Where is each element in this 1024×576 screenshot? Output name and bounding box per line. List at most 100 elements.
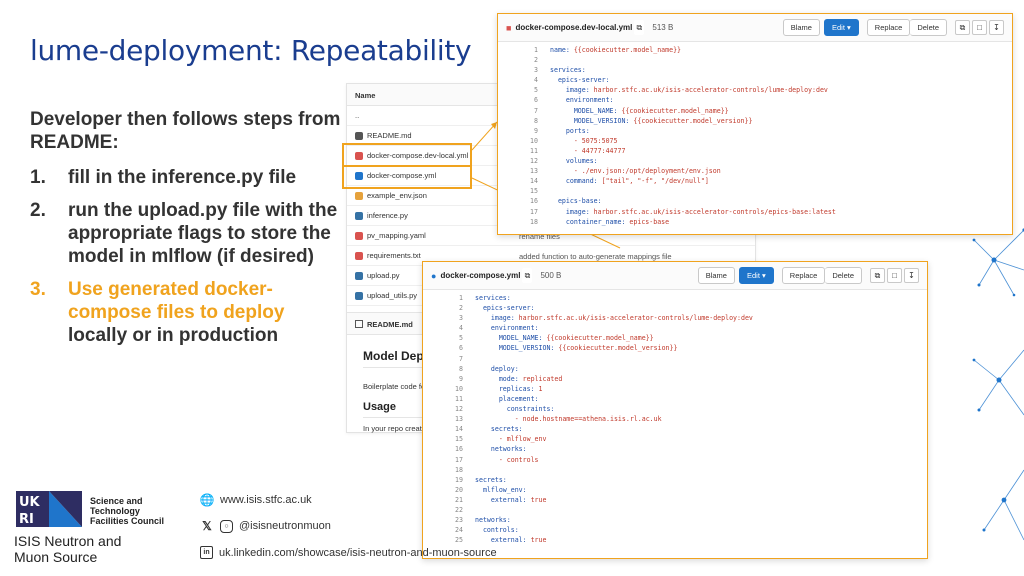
copy-path-icon[interactable]: ⧉ — [634, 20, 645, 35]
line-number[interactable]: 19 — [455, 475, 463, 484]
download-icon[interactable]: ↧ — [904, 268, 919, 283]
line-number[interactable]: 22 — [455, 505, 463, 514]
line-number[interactable]: 8 — [459, 364, 463, 373]
file-name: README.md — [355, 131, 530, 140]
line-number[interactable]: 5 — [534, 86, 538, 95]
line-number[interactable]: 10 — [455, 384, 463, 393]
decorative-starburst — [972, 228, 1024, 541]
line-number[interactable]: 15 — [530, 187, 538, 196]
line-number[interactable]: 18 — [455, 465, 463, 474]
line-number[interactable]: 8 — [534, 116, 538, 125]
globe-icon: 🌐 — [199, 493, 215, 507]
code-panel-dev-local: ■ docker-compose.dev-local.yml ⧉ 513 B B… — [497, 13, 1013, 235]
step-2: 2. run the upload.py file with the appro… — [30, 199, 345, 268]
download-icon[interactable]: ↧ — [989, 20, 1004, 35]
code-text: MODEL_VERSION: {{cookiecutter.model_vers… — [475, 344, 678, 353]
code-line: 8 MODEL_VERSION: {{cookiecutter.model_ve… — [498, 116, 1012, 126]
line-number[interactable]: 4 — [534, 76, 538, 85]
line-number[interactable]: 9 — [534, 126, 538, 135]
line-number[interactable]: 21 — [455, 495, 463, 504]
raw-file-icon[interactable]: □ — [972, 20, 987, 35]
line-number[interactable]: 6 — [459, 344, 463, 353]
line-number[interactable]: 14 — [530, 177, 538, 186]
line-number[interactable]: 1 — [459, 294, 463, 302]
line-number[interactable]: 23 — [455, 516, 463, 525]
raw-file-icon[interactable]: □ — [887, 268, 902, 283]
code-line: 4 epics-server: — [498, 75, 1012, 85]
line-number[interactable]: 13 — [530, 167, 538, 176]
linkedin-link[interactable]: in uk.linkedin.com/showcase/isis-neutron… — [200, 546, 497, 559]
readme-filename: README.md — [367, 320, 413, 329]
file-icon — [355, 151, 363, 160]
file-name: .. — [355, 111, 360, 120]
line-number[interactable]: 9 — [459, 374, 463, 383]
line-number[interactable]: 10 — [530, 136, 538, 145]
line-number[interactable]: 14 — [455, 425, 463, 434]
code-line: 11 - 44777:44777 — [498, 146, 1012, 156]
line-number[interactable]: 24 — [455, 526, 463, 535]
blame-button[interactable]: Blame — [782, 19, 820, 36]
line-number[interactable]: 17 — [530, 207, 538, 216]
line-number[interactable]: 18 — [530, 217, 538, 226]
code-text: MODEL_NAME: {{cookiecutter.model_name}} — [475, 334, 654, 343]
replace-button[interactable]: Replace — [781, 267, 826, 284]
python-icon — [355, 271, 363, 280]
copy-path-icon[interactable]: ⧉ — [522, 268, 533, 283]
edit-button[interactable]: Edit ▾ — [738, 267, 774, 284]
line-number[interactable]: 4 — [459, 324, 463, 333]
line-number[interactable]: 12 — [455, 405, 463, 414]
line-number[interactable]: 7 — [534, 106, 538, 115]
line-number[interactable]: 3 — [534, 66, 538, 75]
line-number[interactable]: 12 — [530, 157, 538, 166]
step-text-rest: locally or in production — [68, 325, 279, 346]
line-number[interactable]: 7 — [459, 354, 463, 363]
line-number[interactable]: 11 — [455, 394, 463, 403]
code-text: epics-server: — [475, 304, 535, 313]
blame-button[interactable]: Blame — [697, 267, 735, 284]
code-line: 13 - ./env.json:/opt/deployment/env.json — [498, 166, 1012, 176]
footer: UK RI Science and Technology Facilities … — [0, 485, 1024, 576]
line-number[interactable]: 2 — [459, 304, 463, 313]
copy-contents-icon[interactable]: ⧉ — [870, 268, 885, 283]
step-1: 1. fill in the inference.py file — [30, 166, 345, 189]
last-commit-message[interactable]: added function to auto-generate mappings… — [519, 252, 672, 261]
line-number[interactable]: 15 — [455, 435, 463, 444]
line-number[interactable]: 17 — [455, 455, 463, 464]
code-text: - ./env.json:/opt/deployment/env.json — [550, 167, 721, 176]
delete-button[interactable]: Delete — [825, 267, 862, 284]
line-number[interactable]: 16 — [455, 445, 463, 454]
json-icon — [355, 191, 363, 200]
code-text: volumes: — [550, 157, 598, 166]
website-link[interactable]: 🌐 www.isis.stfc.ac.uk — [199, 493, 312, 507]
linkedin-icon: in — [200, 546, 213, 559]
line-number[interactable]: 11 — [530, 146, 538, 155]
line-number[interactable]: 5 — [459, 334, 463, 343]
line-number[interactable]: 25 — [455, 536, 463, 545]
social-handle[interactable]: 𝕏 ○ @isisneutronmuon — [200, 519, 331, 533]
isis-name: ISIS Neutron and Muon Source — [14, 533, 122, 565]
code-line: 18 container_name: epics-base — [498, 217, 1012, 227]
code-line: 14 command: ["tail", "-f", "/dev/null"] — [498, 176, 1012, 186]
delete-button[interactable]: Delete — [910, 19, 947, 36]
readme-usage-heading: Usage — [363, 401, 397, 413]
line-number[interactable]: 16 — [530, 197, 538, 206]
line-number[interactable]: 1 — [534, 46, 538, 54]
code-line: 17 - controls — [423, 455, 927, 465]
step-text: fill in the inference.py file — [68, 167, 297, 188]
edit-button[interactable]: Edit ▾ — [823, 19, 859, 36]
file-toolbar: ■ docker-compose.dev-local.yml ⧉ 513 B B… — [498, 14, 1012, 42]
line-number[interactable]: 13 — [455, 415, 463, 424]
code-text: epics-base: — [550, 197, 602, 206]
line-number[interactable]: 2 — [534, 56, 538, 65]
line-number[interactable]: 3 — [459, 314, 463, 323]
line-number[interactable]: 20 — [455, 485, 463, 494]
docker-icon — [355, 171, 363, 180]
code-line: 22 — [423, 505, 927, 515]
replace-button[interactable]: Replace — [866, 19, 911, 36]
copy-contents-icon[interactable]: ⧉ — [955, 20, 970, 35]
code-line: 3 image: harbor.stfc.ac.uk/isis-accelera… — [423, 313, 927, 323]
line-number[interactable]: 6 — [534, 96, 538, 105]
